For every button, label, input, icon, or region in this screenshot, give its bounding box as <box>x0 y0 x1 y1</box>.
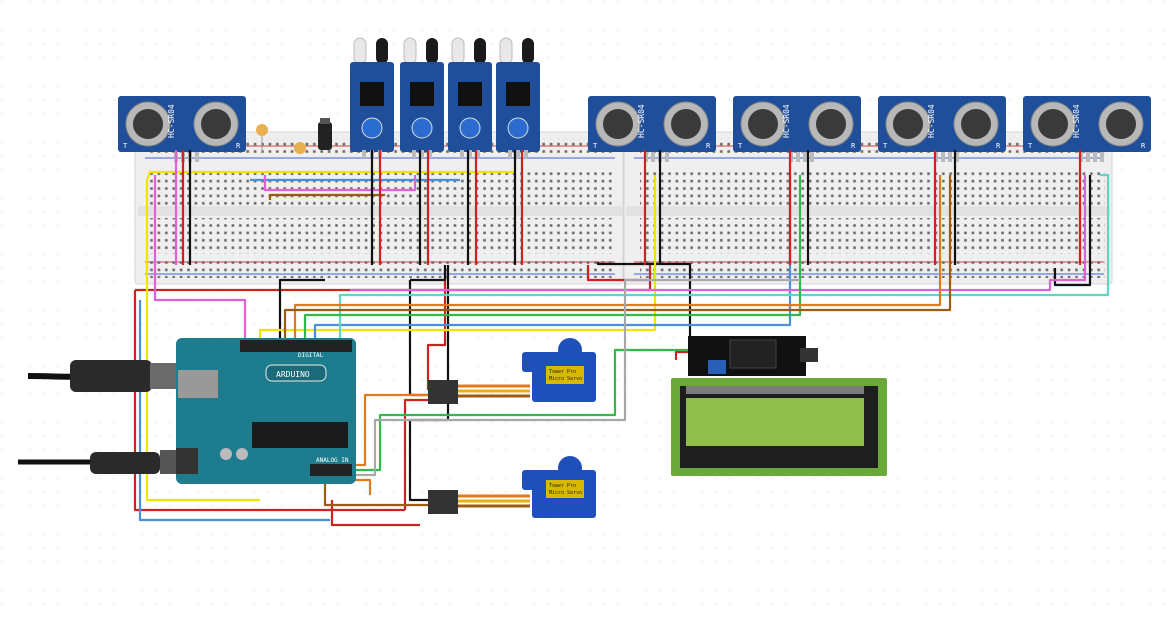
echo-label: R <box>996 142 1001 150</box>
servo-top-model: Micro Servo <box>549 376 582 382</box>
usb-cable <box>27 360 178 392</box>
arduino-digital-label: DIGITAL <box>298 352 324 359</box>
ir-sensor <box>496 37 540 158</box>
servo-bottom-brand: Tower Pro <box>549 483 576 489</box>
trig-label: T <box>738 142 743 150</box>
echo-label: R <box>706 142 711 150</box>
echo-label: R <box>1141 142 1146 150</box>
trig-label: T <box>123 142 128 150</box>
ultrasonic-model-label: HC-SR04 <box>927 104 936 138</box>
ultrasonic-model-label: HC-SR04 <box>637 104 646 138</box>
servo-top-brand: Tower Pro <box>549 369 576 375</box>
ir-sensor <box>400 37 444 158</box>
i2c-module <box>688 336 818 376</box>
trig-label: T <box>883 142 888 150</box>
capacitor <box>256 124 268 152</box>
arduino-analog-label: ANALOG IN <box>316 457 349 464</box>
ir-sensor <box>350 37 394 158</box>
breadboard-right <box>623 131 1113 285</box>
ir-sensor <box>448 37 492 158</box>
arduino-uno: ARDUINO DIGITAL ANALOG IN <box>176 338 356 484</box>
servo-bottom: Tower Pro Micro Servo <box>428 456 596 518</box>
ultrasonic-model-label: HC-SR04 <box>1072 104 1081 138</box>
servo-top: Tower Pro Micro Servo <box>428 338 596 404</box>
trig-label: T <box>593 142 598 150</box>
arduino-brand-label: ARDUINO <box>276 370 310 379</box>
echo-label: R <box>236 142 241 150</box>
echo-label: R <box>851 142 856 150</box>
wires <box>133 150 1110 527</box>
voltage-regulator <box>318 118 332 150</box>
lcd-display <box>671 378 887 476</box>
ultrasonic-model-label: HC-SR04 <box>782 104 791 138</box>
trig-label: T <box>1028 142 1033 150</box>
ceramic-capacitor <box>294 142 306 154</box>
servo-bottom-model: Micro Servo <box>549 490 582 496</box>
ultrasonic-model-label: HC-SR04 <box>167 104 176 138</box>
